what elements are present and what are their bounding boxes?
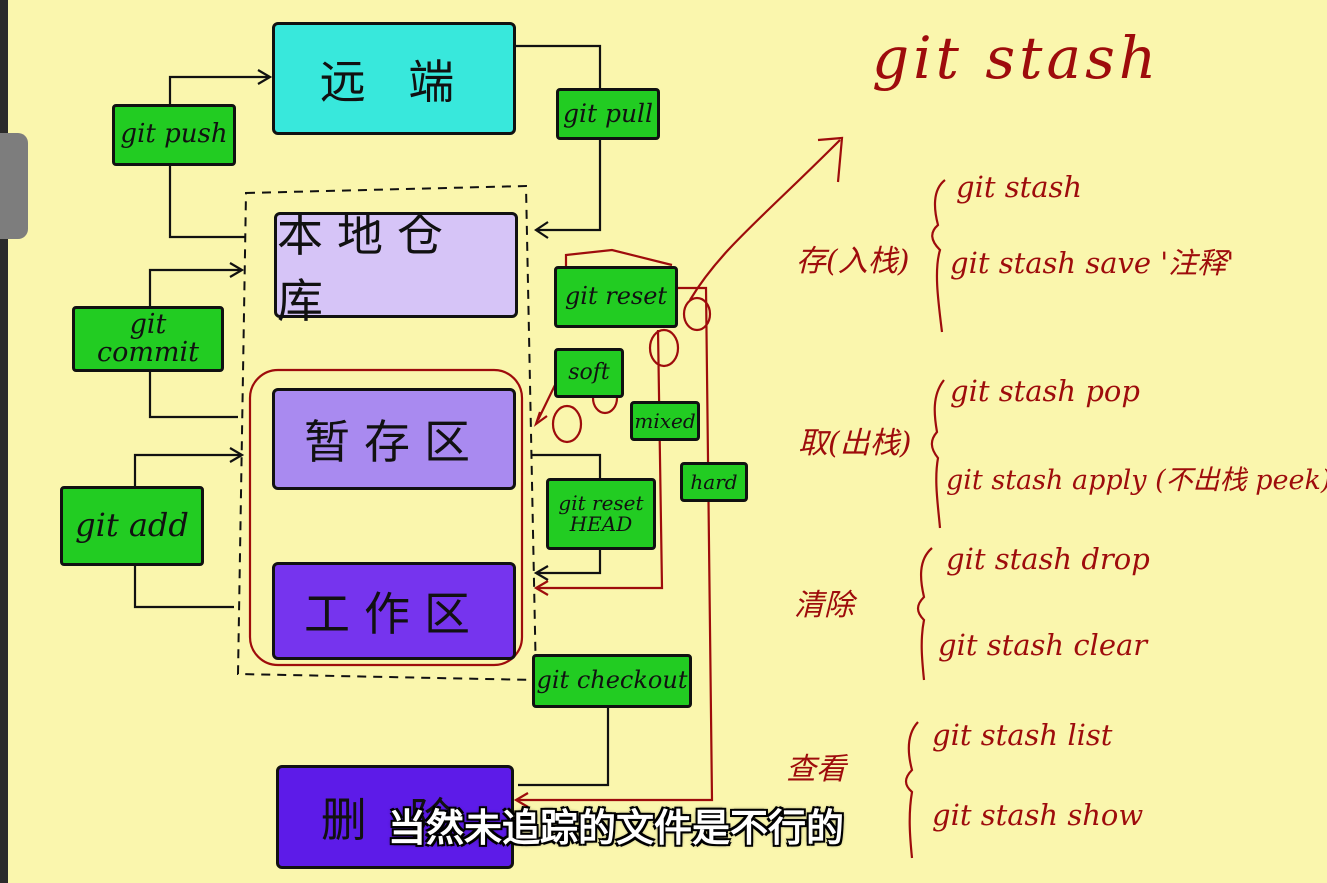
reset-head-line2: HEAD — [569, 512, 633, 536]
staging-box: 暂存区 — [272, 388, 516, 490]
bracket-clear — [916, 547, 933, 681]
stash-arrow-line — [689, 139, 841, 301]
git-commit-tag: git commit — [72, 306, 224, 372]
bracket-push — [931, 179, 946, 333]
checkout-line — [518, 700, 610, 787]
group-label-save: 存(入栈) — [796, 244, 910, 279]
circle-reset — [682, 296, 712, 332]
remote-box: 远 端 — [272, 22, 516, 135]
side-panel-tab[interactable] — [0, 133, 28, 239]
git-add-label: git add — [75, 506, 189, 545]
cmd-git-stash: git stash — [956, 170, 1083, 204]
git-checkout-tag: git checkout — [532, 654, 692, 708]
group-label-view: 查看 — [786, 752, 846, 787]
working-box: 工作区 — [272, 562, 516, 660]
reset-hard-tag: hard — [680, 462, 748, 502]
mixed-label: mixed — [634, 408, 696, 433]
local-repo-box: 本地仓库 — [274, 208, 518, 328]
bracket-view — [904, 721, 919, 859]
circle-hard — [648, 328, 680, 368]
git-pull-label: git pull — [562, 98, 654, 128]
bracket-pop — [930, 379, 945, 529]
git-push-tag: git push — [112, 104, 236, 166]
stash-title: git stash — [872, 24, 1161, 92]
hard-line — [518, 286, 714, 802]
git-reset-head-tag: git reset HEAD — [546, 478, 656, 550]
video-subtitle: 当然未追踪的文件是不行的 — [388, 806, 845, 850]
delete-box: 删 除 — [276, 765, 514, 869]
working-label: 工作区 — [304, 587, 484, 641]
cmd-git-stash-clear: git stash clear — [938, 628, 1148, 662]
git-add-tag: git add — [60, 486, 204, 566]
cmd-git-stash-list: git stash list — [932, 718, 1113, 752]
circle-soft — [551, 404, 583, 444]
cmd-git-stash-save: git stash save '注释' — [950, 246, 1235, 280]
delete-label: 删 除 — [320, 793, 470, 847]
soft-label: soft — [568, 360, 610, 386]
git-reset-tag: git reset — [554, 266, 678, 328]
cmd-git-stash-apply: git stash apply (不出栈 peek) — [946, 465, 1327, 496]
stash-scope-outline — [248, 368, 524, 667]
git-commit-label: git commit — [96, 308, 200, 368]
cmd-git-stash-drop: git stash drop — [946, 542, 1150, 576]
remote-label: 远 端 — [319, 54, 469, 109]
group-label-clear: 清除 — [794, 588, 854, 623]
git-push-label: git push — [120, 119, 228, 150]
reset-soft-tag: soft — [554, 348, 624, 398]
stash-arrow-head — [817, 136, 844, 183]
window-edge — [0, 0, 8, 883]
reset-line — [564, 248, 673, 270]
cmd-git-stash-pop: git stash pop — [950, 374, 1140, 408]
cmd-git-stash-show: git stash show — [932, 798, 1144, 832]
group-label-take: 取(出栈) — [798, 426, 912, 461]
reset-head-line1: git reset — [558, 491, 644, 515]
git-reset-label: git reset — [564, 282, 668, 311]
git-checkout-label: git checkout — [536, 666, 688, 695]
reset-mixed-tag: mixed — [630, 401, 700, 441]
staging-label: 暂存区 — [304, 415, 484, 469]
local-repo-label: 本地仓库 — [277, 208, 457, 328]
hard-label: hard — [690, 469, 738, 494]
git-pull-tag: git pull — [556, 88, 660, 140]
